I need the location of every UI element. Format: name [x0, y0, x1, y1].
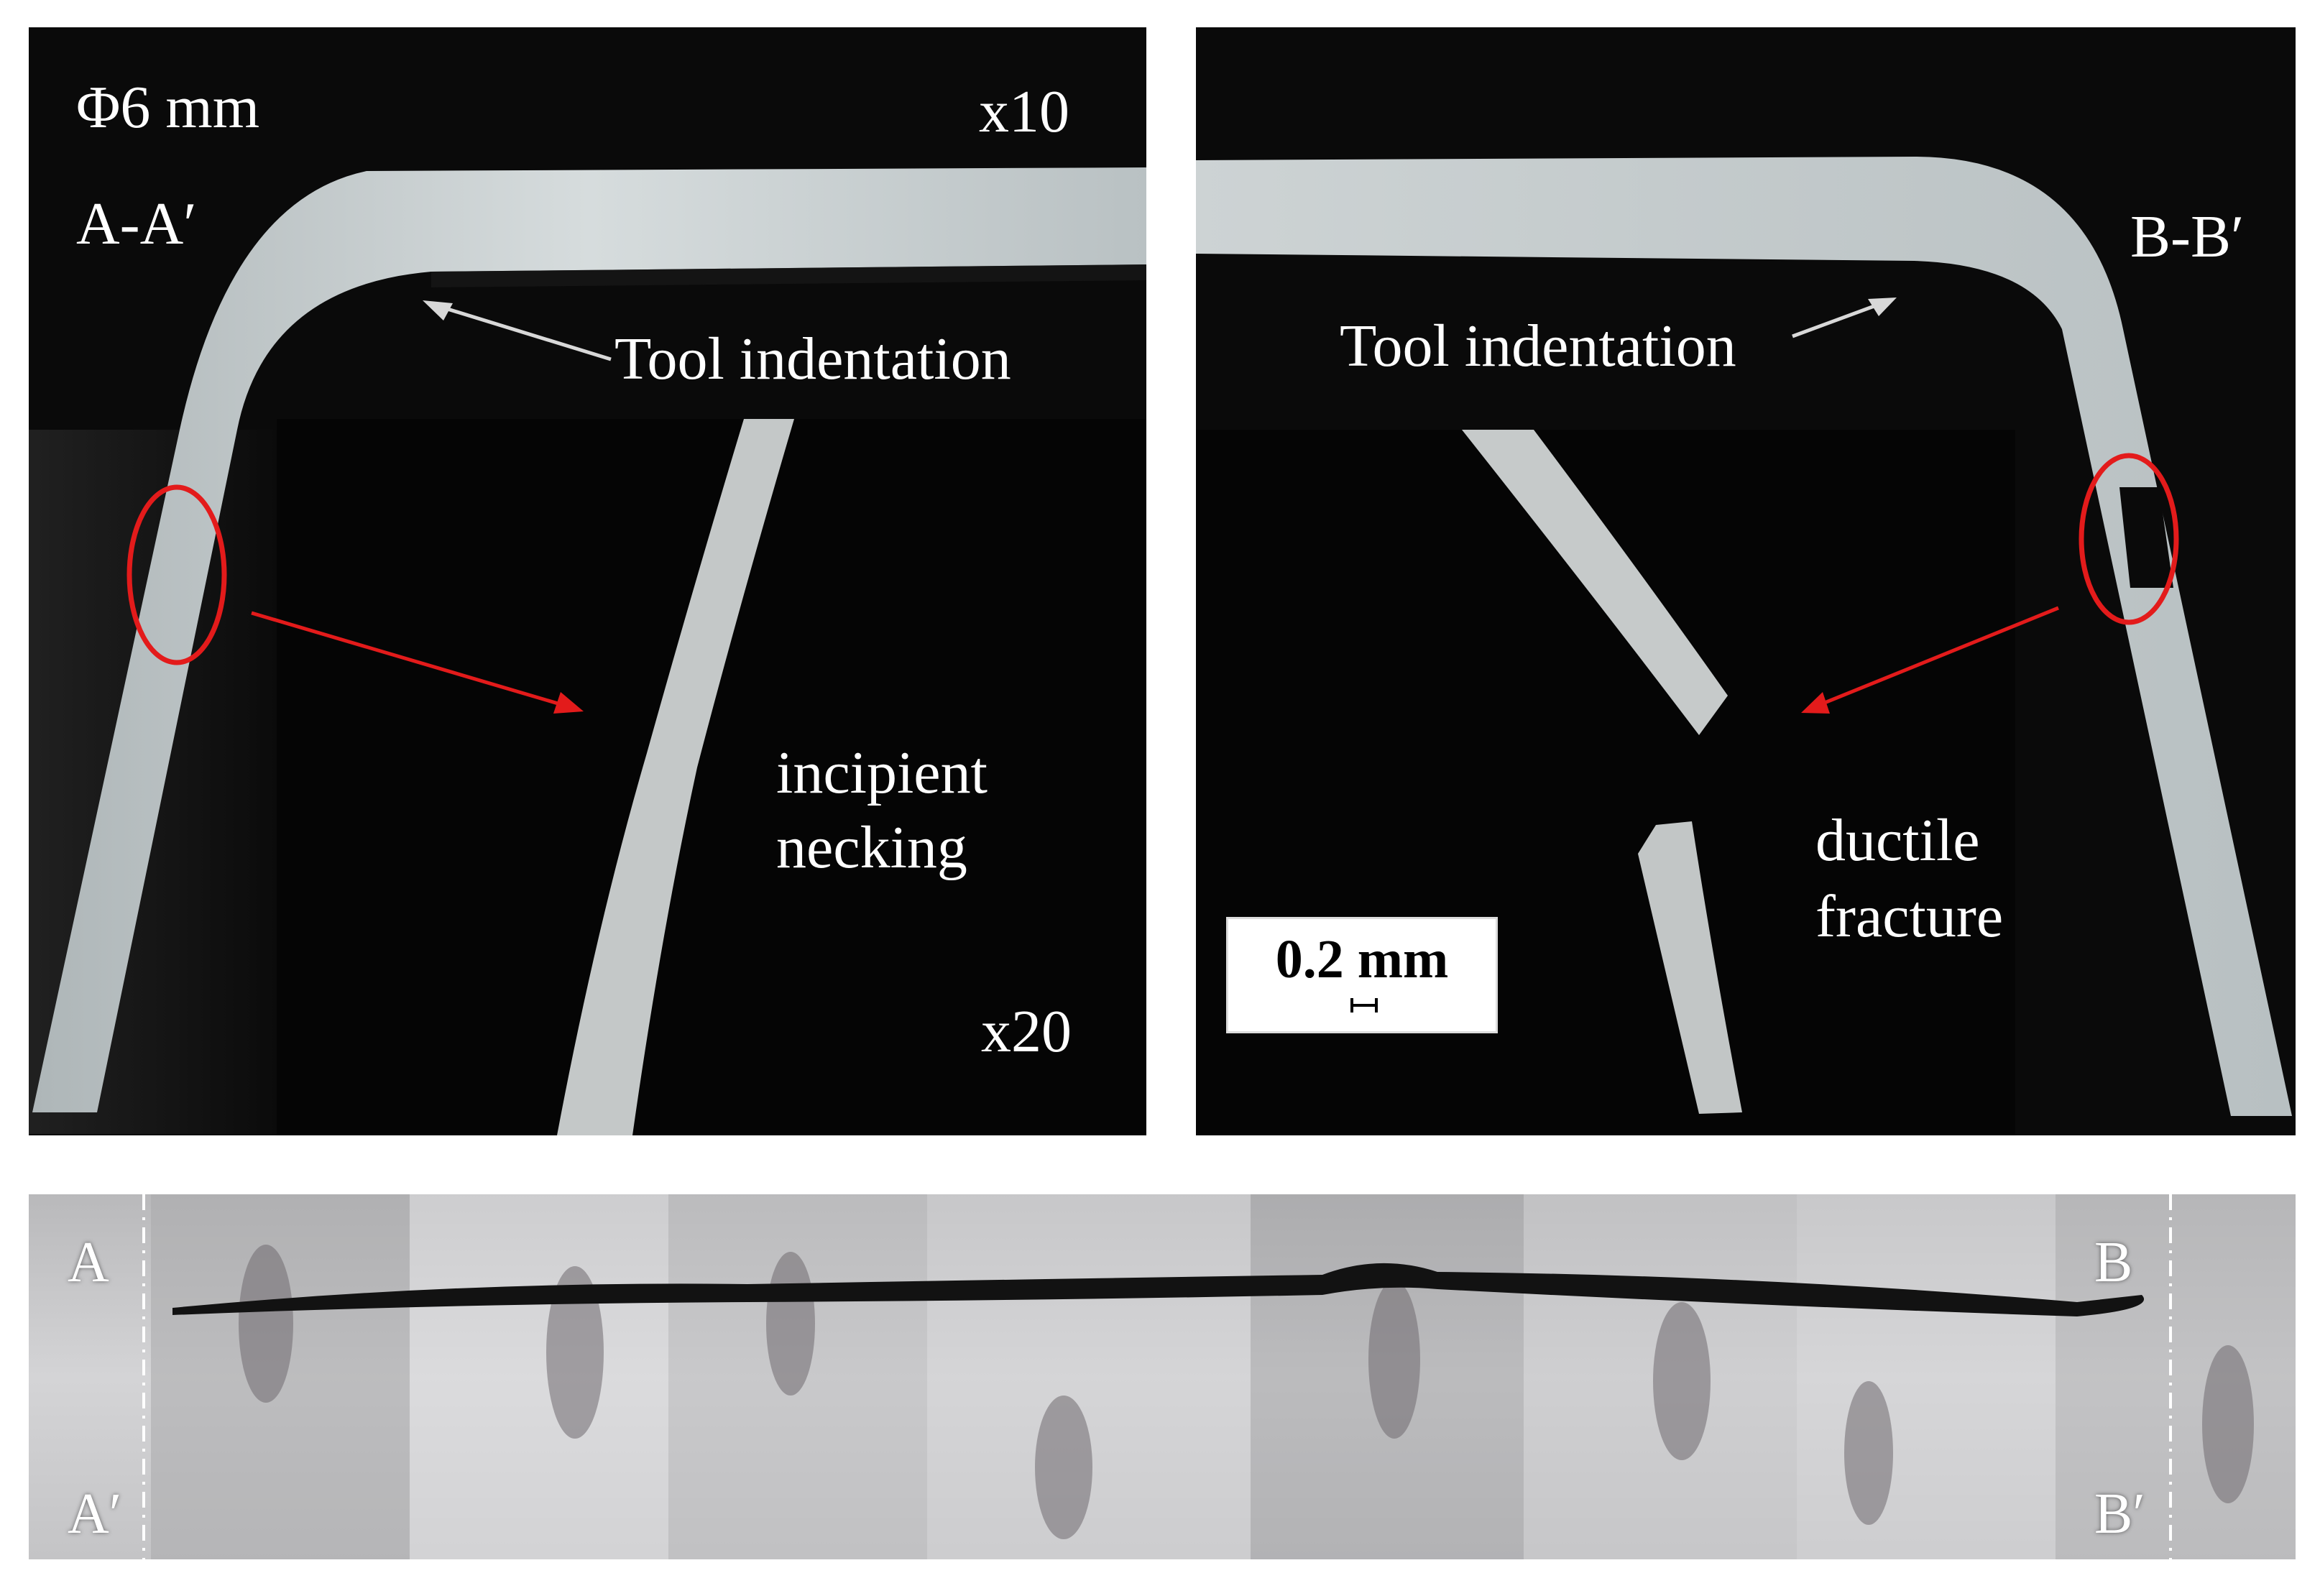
tool-arrow-line: [431, 302, 612, 361]
red-arrow-line: [251, 611, 576, 711]
magnification-x10: x10: [979, 78, 1069, 145]
crack-strip-image: [29, 1194, 2296, 1559]
strip-tile: [1797, 1194, 2056, 1559]
label-a: A: [68, 1231, 109, 1294]
label-b-prime: B′: [2094, 1482, 2145, 1546]
red-arrow-head-right: [1801, 692, 1830, 714]
surface-streaks: [239, 1245, 2254, 1539]
tool-arrow-head: [423, 300, 453, 320]
label-b: B: [2094, 1231, 2133, 1294]
fracture-gap: [2119, 487, 2173, 588]
section-a-label: A-A′: [76, 190, 197, 257]
necking-highlight-ellipse: [126, 484, 227, 665]
red-arrow-line-right: [1810, 606, 2059, 711]
crack-line: [172, 1263, 2145, 1316]
incipient-label: incipient: [776, 739, 988, 806]
section-a-panel: Φ6 mm A-A′ x10 Tool indentation incipien…: [29, 27, 1146, 1135]
fracture-lower-strip: [1638, 821, 1742, 1114]
section-b-image: [1196, 157, 2292, 1135]
fracture-label: fracture: [1815, 883, 2004, 950]
red-arrow-head: [553, 692, 584, 714]
tool-indentation-label-right: Tool indentation: [1340, 313, 1736, 379]
fracture-upper-strip: [1462, 430, 1728, 735]
ductile-label: ductile: [1815, 807, 1980, 874]
tool-indentation-label-left: Tool indentation: [614, 326, 1011, 392]
scale-bar-line: [1350, 998, 1378, 1013]
indentation-band: [431, 264, 1146, 287]
fracture-highlight-ellipse: [2079, 453, 2179, 625]
scale-bar: 0.2 mm: [1226, 917, 1498, 1033]
strip-tile: [410, 1194, 668, 1559]
section-b-panel: B-B′ Tool indentation ductile fracture: [1196, 27, 2296, 1135]
section-b-label: B-B′: [2130, 203, 2245, 270]
section-a-image: [29, 167, 1146, 1135]
strip-tile: [2056, 1194, 2296, 1559]
cup-wall-profile: [32, 167, 1146, 1112]
diameter-label: Φ6 mm: [76, 74, 260, 141]
strip-tile: [927, 1194, 1251, 1559]
necking-label: necking: [776, 814, 967, 881]
necking-strip: [557, 419, 794, 1135]
tool-arrow-head-right: [1868, 297, 1897, 316]
scale-bar-label: 0.2 mm: [1275, 929, 1449, 990]
cup-wall-profile-right: [1196, 157, 2292, 1116]
magnification-x20: x20: [981, 998, 1072, 1065]
tool-arrow-line-right: [1792, 300, 1887, 338]
crack-strip-panel: A A′ B B′: [29, 1194, 2296, 1559]
label-a-prime: A′: [68, 1482, 122, 1546]
